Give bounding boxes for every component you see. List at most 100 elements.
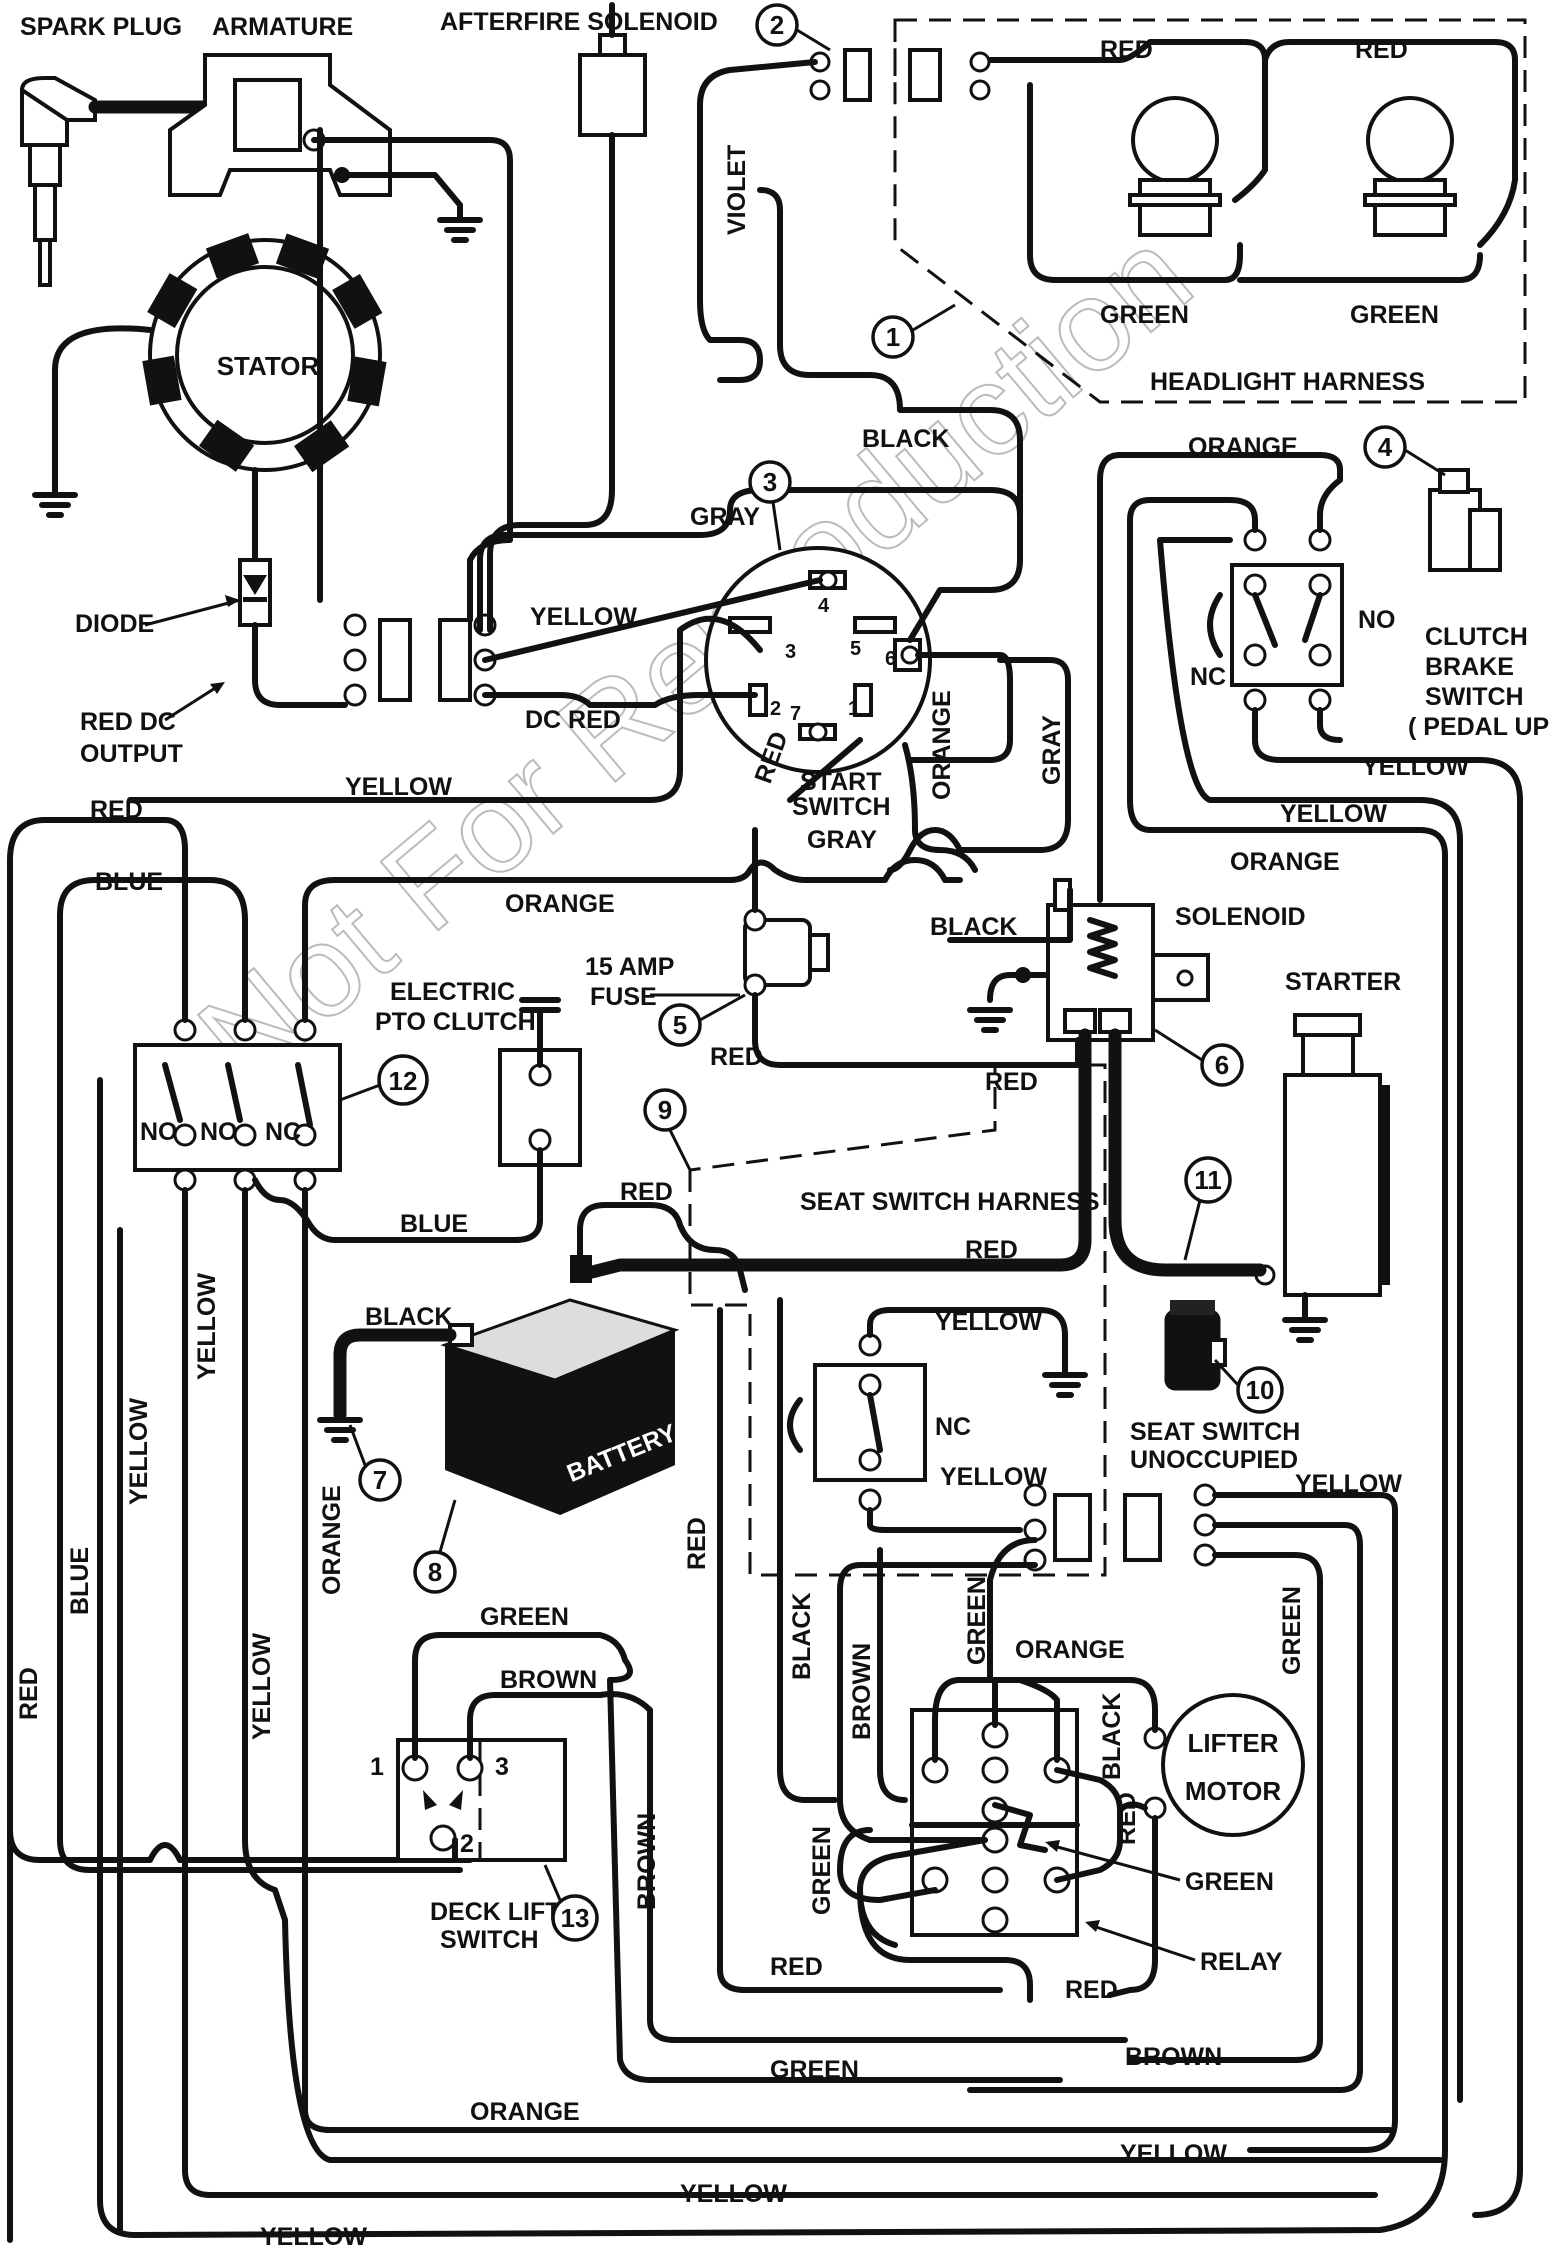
wire-label-brown: BROWN (1125, 2043, 1222, 2071)
deck-lift-label: DECK LIFT (430, 1898, 561, 1926)
callout-2: 2 (755, 3, 831, 52)
terminal-7: 7 (790, 703, 801, 725)
svg-text:13: 13 (561, 1903, 590, 1933)
svg-text:1: 1 (886, 322, 900, 352)
red-dc-output-label: RED DC (80, 708, 176, 736)
wire-label-green: GREEN (808, 1826, 836, 1915)
wire-label-green: GREEN (1350, 301, 1439, 329)
callout-13: 13 (543, 1864, 599, 1942)
wire-label-red: RED (1100, 36, 1153, 64)
spark-plug: SPARK PLUG (19, 13, 182, 287)
clutch-brake-switch: NO NC (1190, 528, 1396, 712)
wire-label-orange: ORANGE (1230, 848, 1340, 876)
ground-icon (967, 1007, 1013, 1033)
callout-7: 7 (348, 1424, 402, 1502)
pto-switch: NO NO NC (133, 1018, 342, 1192)
switch-state-nc: NC (1190, 663, 1226, 691)
wire-label-yellow: YELLOW (260, 2223, 367, 2251)
terminal-4: 4 (818, 595, 830, 617)
callout-8: 8 (413, 1499, 457, 1594)
svg-text:2: 2 (770, 10, 784, 40)
clutch-brake-label: CLUTCH (1425, 623, 1528, 651)
svg-text:5: 5 (673, 1010, 687, 1040)
svg-text:12: 12 (389, 1066, 418, 1096)
headlight-harness: RED RED GREEN GREEN HEADLIGHT HARNESS (893, 18, 1527, 404)
afterfire-solenoid: AFTERFIRE SOLENOID (440, 2, 718, 137)
wire-label-yellow: YELLOW (1120, 2140, 1227, 2168)
wire-label-red: RED (620, 1178, 673, 1206)
coil-icon (1087, 917, 1118, 979)
clutch-brake-label-4: ( PEDAL UP ) (1408, 713, 1553, 741)
seat-switch-harness-label: SEAT SWITCH HARNESS (800, 1188, 1100, 1216)
callout-9: 9 (643, 1088, 692, 1171)
wire-label-red: RED (1065, 1976, 1118, 2004)
pto-clutch-label-2: PTO CLUTCH (375, 1008, 536, 1036)
callout-10: 10 (1213, 1358, 1284, 1414)
deck-lift-label-2: SWITCH (440, 1926, 539, 1954)
wire-label-gray: GRAY (1038, 715, 1066, 785)
wire-label-red: RED (965, 1236, 1018, 1264)
starter-label: STARTER (1285, 968, 1401, 996)
ground-icon (32, 492, 78, 518)
switch-state-nc: NC (935, 1413, 971, 1441)
wire-label-blue: BLUE (95, 868, 163, 896)
svg-text:4: 4 (1378, 432, 1393, 462)
spark-plug-label: SPARK PLUG (20, 13, 182, 41)
wire-label-orange: ORANGE (928, 690, 956, 800)
headlight-connector (809, 48, 991, 102)
wire-label-red: RED (770, 1953, 823, 1981)
wire-label-yellow: YELLOW (345, 773, 452, 801)
wire-label-black: BLACK (365, 1303, 453, 1331)
fuse: 15 AMP FUSE (585, 908, 830, 1011)
wire-label-gray: GRAY (807, 826, 877, 854)
wire-label-green: GREEN (480, 1603, 569, 1631)
engine-connector (343, 613, 497, 707)
lifter-motor-label: LIFTER (1188, 1728, 1279, 1758)
wire-label-green: GREEN (1278, 1586, 1306, 1675)
armature: ARMATURE (168, 13, 392, 197)
wire-label-red: RED (683, 1517, 711, 1570)
seat-switch: NC (787, 1333, 971, 1512)
terminal-1: 1 (370, 1753, 384, 1781)
deck-lift-switch: 1 3 2 DECK LIFT SWITCH (370, 1738, 567, 1954)
wire-label-black: BLACK (930, 913, 1018, 941)
wire-label-yellow: YELLOW (193, 1273, 221, 1380)
clutch-brake-switch-icon: CLUTCH BRAKE SWITCH ( PEDAL UP ) (1408, 468, 1553, 741)
wire-label-yellow: YELLOW (1280, 800, 1387, 828)
bulb-icon (1128, 96, 1222, 237)
wire-label-yellow: YELLOW (1295, 1470, 1402, 1498)
wire-label-yellow: YELLOW (125, 1398, 153, 1505)
wire-label-yellow: YELLOW (1362, 753, 1469, 781)
svg-text:6: 6 (1215, 1050, 1229, 1080)
wire-label-brown: BROWN (633, 1813, 661, 1910)
red-dc-output-label-2: OUTPUT (80, 740, 183, 768)
wire-label-yellow: YELLOW (530, 603, 637, 631)
seat-switch-icon: SEAT SWITCH UNOCCUPIED (1130, 1300, 1300, 1474)
wire-label-orange: ORANGE (505, 890, 615, 918)
start-switch-label-2: SWITCH (792, 793, 891, 821)
wire-label-green: GREEN (770, 2056, 859, 2084)
svg-text:7: 7 (373, 1465, 387, 1495)
wire-label-brown: BROWN (848, 1643, 876, 1740)
terminal-2: 2 (770, 698, 781, 720)
callout-5: 5 (658, 993, 746, 1047)
seat-switch-label-2: UNOCCUPIED (1130, 1446, 1298, 1474)
seat-switch-label: SEAT SWITCH (1130, 1418, 1300, 1446)
electric-pto-clutch: ELECTRIC PTO CLUTCH (375, 978, 582, 1167)
wire-label-orange: ORANGE (470, 2098, 580, 2126)
diode-icon: DIODE (75, 558, 272, 638)
wire-label-green: GREEN (1100, 301, 1189, 329)
svg-text:10: 10 (1246, 1375, 1275, 1405)
solenoid: SOLENOID (1046, 878, 1306, 1042)
callout-12: 12 (339, 1054, 429, 1106)
stator: STATOR (142, 233, 387, 473)
callout-6: 6 (1154, 1028, 1244, 1087)
headlight-harness-label: HEADLIGHT HARNESS (1150, 368, 1425, 396)
ground-icon (1282, 1292, 1328, 1343)
fuse-label: 15 AMP (585, 953, 674, 981)
wire-label-red: RED (1113, 1792, 1141, 1845)
start-switch: 4 3 5 6 2 7 1 START SWITCH (704, 546, 932, 821)
callout-4: 4 (1363, 425, 1446, 477)
callout-1: 1 (871, 303, 956, 359)
